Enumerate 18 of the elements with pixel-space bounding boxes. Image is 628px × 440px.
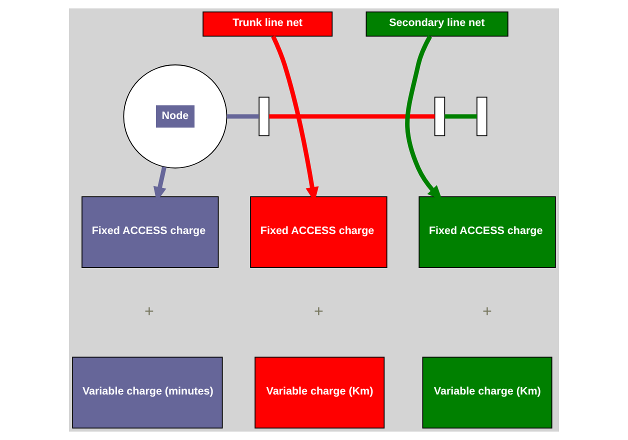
node-box: Variable charge (Km) xyxy=(254,356,385,428)
node-box: Secondary line net xyxy=(366,12,508,37)
label: + xyxy=(144,302,154,320)
connector xyxy=(226,114,259,119)
label: + xyxy=(482,302,492,320)
node-box: Variable charge (Km) xyxy=(422,356,552,428)
node-box: Trunk line net xyxy=(202,12,333,37)
node-box xyxy=(476,96,488,136)
connector xyxy=(444,114,477,119)
label: + xyxy=(314,302,324,320)
connector xyxy=(269,114,435,119)
node-box: Variable charge (minutes) xyxy=(72,356,223,428)
node-circle: Node xyxy=(123,64,228,168)
node-box: Fixed ACCESS charge xyxy=(418,196,556,268)
node-box: Fixed ACCESS charge xyxy=(82,196,219,268)
node-box: Fixed ACCESS charge xyxy=(250,196,388,268)
node-box xyxy=(434,96,446,136)
node-box xyxy=(258,96,270,136)
